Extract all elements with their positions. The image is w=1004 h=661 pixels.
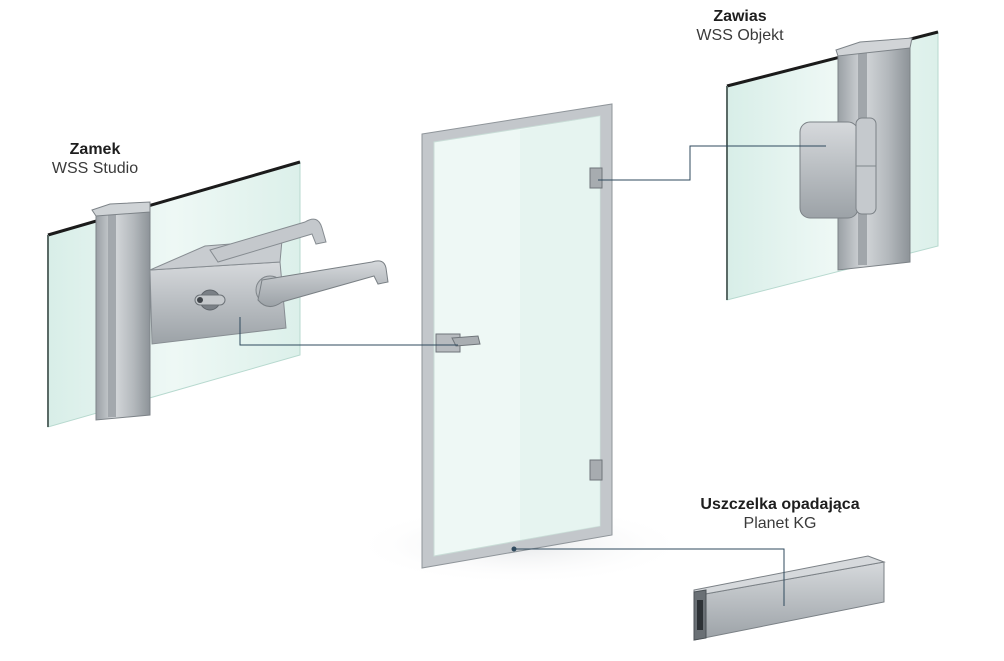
lock-glass-top-edge bbox=[47, 160, 301, 237]
door-hinge-bottom bbox=[589, 459, 603, 481]
hinge-frame-profile-top bbox=[835, 37, 913, 57]
lock-leader-line bbox=[239, 317, 458, 346]
lock-label: Zamek WSS Studio bbox=[30, 140, 160, 178]
hinge-name: Zawias bbox=[713, 8, 767, 25]
seal-leader-line bbox=[514, 548, 785, 606]
hinge-label: Zawias WSS Objekt bbox=[670, 7, 810, 45]
lock-cylinder-keyway bbox=[194, 294, 226, 306]
door-hinge-top bbox=[589, 167, 603, 189]
lock-illustration bbox=[47, 160, 389, 428]
lock-rear-handle bbox=[209, 218, 327, 263]
lock-frame-profile bbox=[95, 205, 151, 421]
lock-front-lever bbox=[257, 260, 389, 307]
seal-product: Planet KG bbox=[743, 515, 817, 533]
lock-name: Zamek bbox=[69, 141, 121, 158]
seal-name: Uszczelka opadająca bbox=[700, 496, 860, 513]
lock-product: WSS Studio bbox=[51, 160, 139, 178]
leader-lines bbox=[239, 145, 826, 606]
door-glass-shade bbox=[520, 116, 600, 540]
lock-key-slot bbox=[197, 297, 203, 303]
seal-illustration bbox=[693, 555, 886, 641]
hinge-leader-line bbox=[598, 145, 826, 181]
hinge-body bbox=[799, 121, 859, 219]
seal-label: Uszczelka opadająca Planet KG bbox=[680, 495, 880, 533]
seal-end-detail bbox=[697, 600, 703, 630]
door-illustration bbox=[350, 103, 690, 585]
lock-frame-profile-groove bbox=[108, 212, 116, 417]
hinge-illustration bbox=[726, 30, 939, 301]
lock-frame-profile-top bbox=[91, 201, 151, 217]
door-handle-marker bbox=[451, 335, 481, 347]
hinge-product: WSS Objekt bbox=[696, 27, 784, 45]
